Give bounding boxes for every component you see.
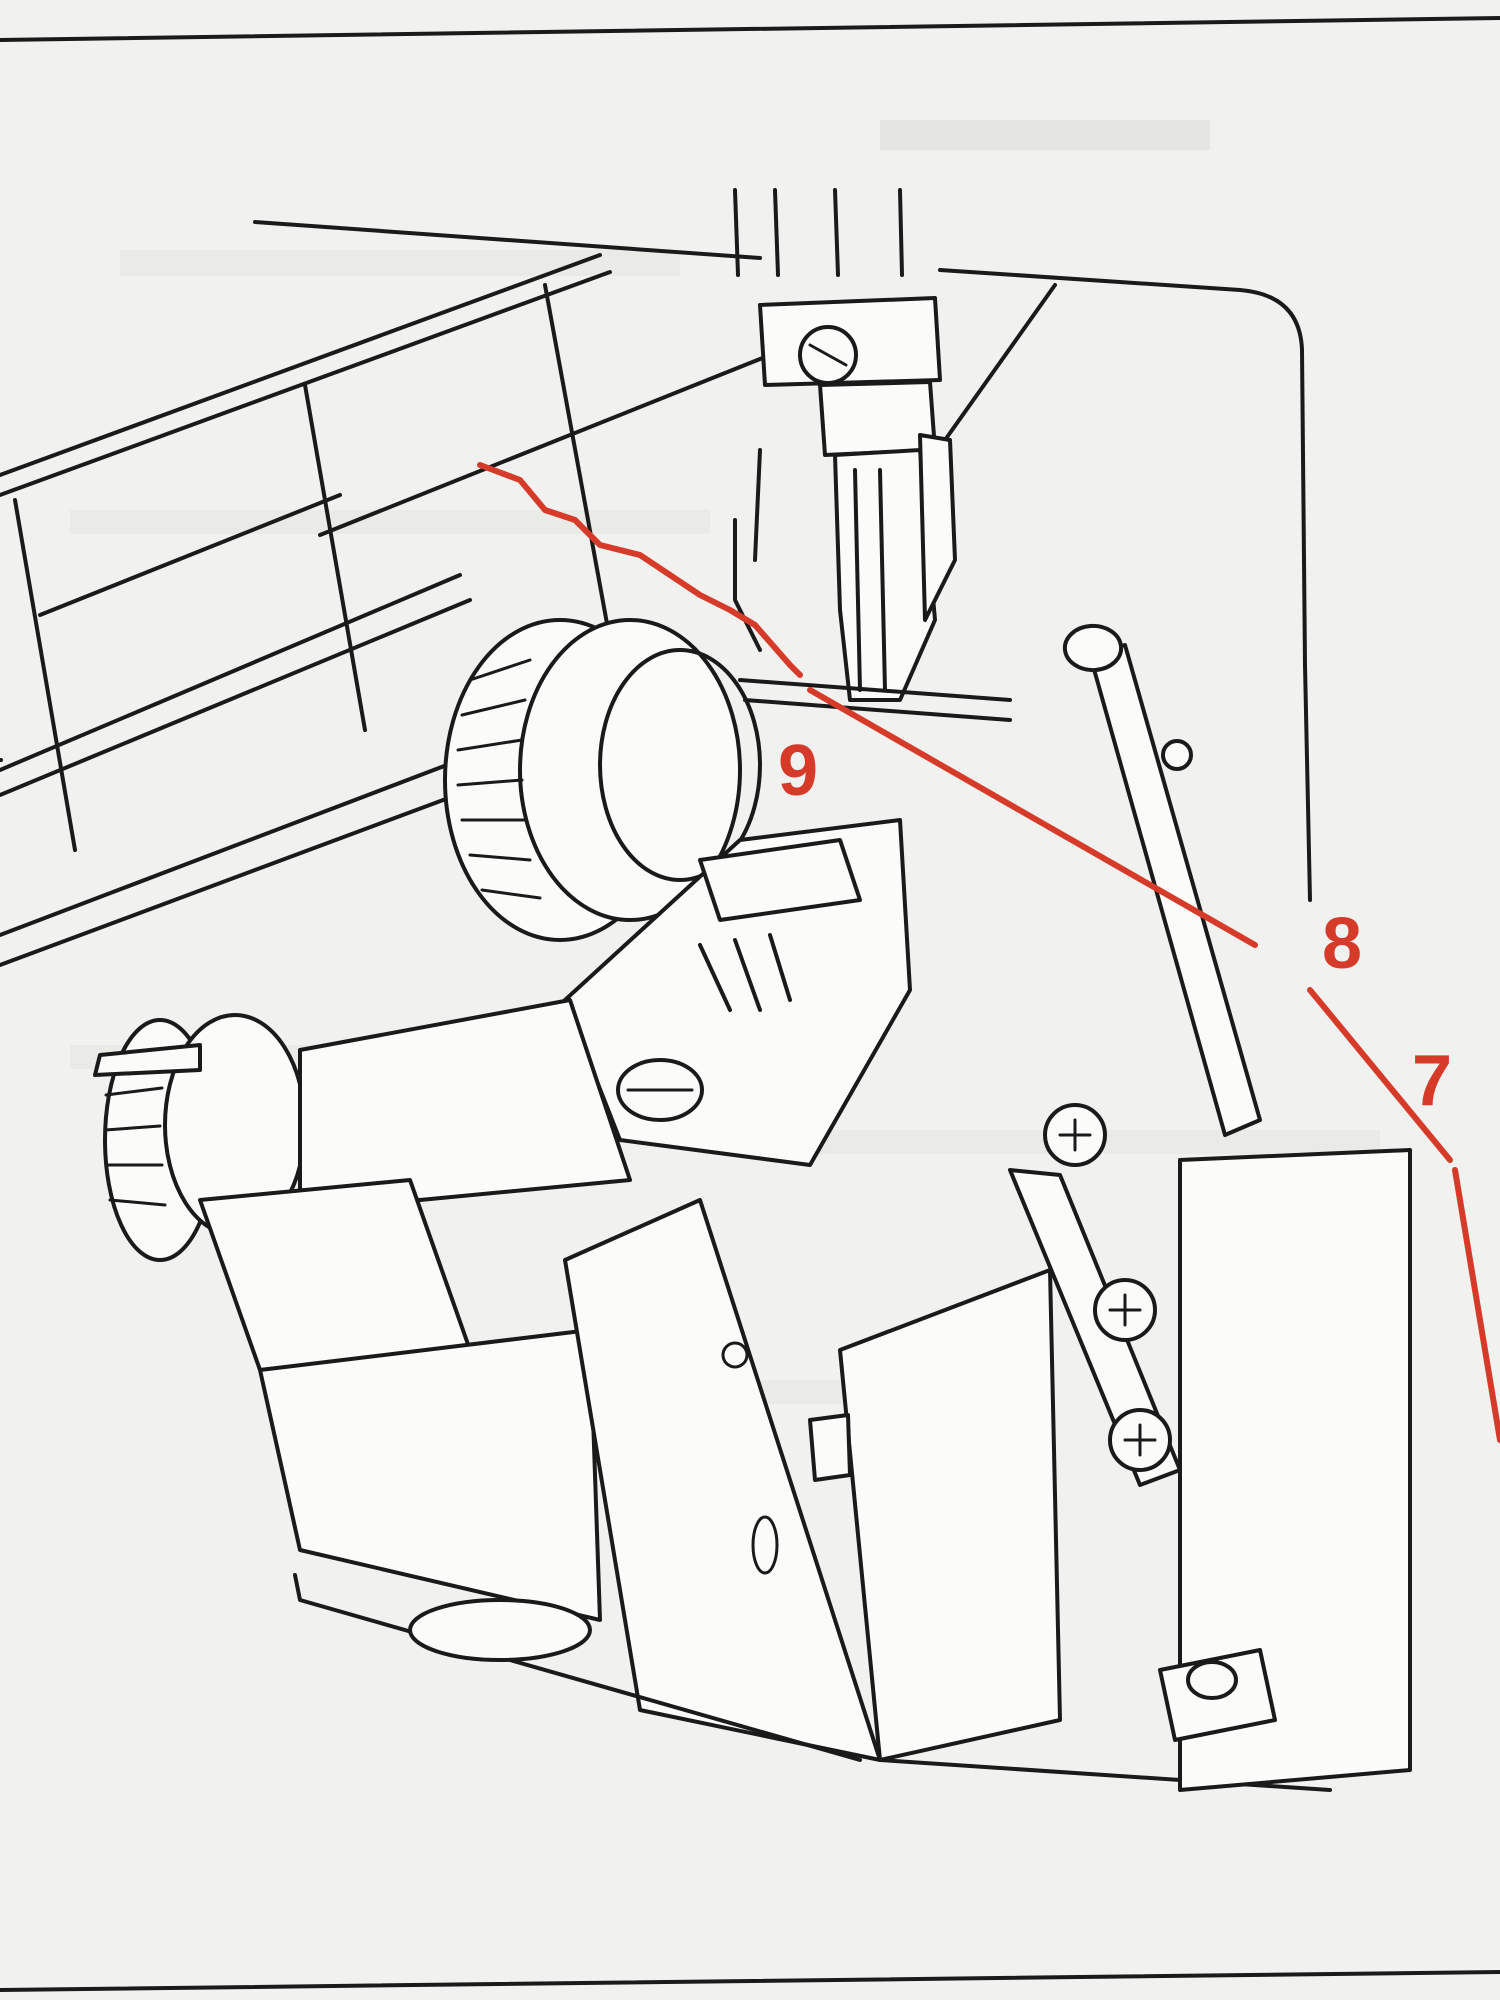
machine-base bbox=[198, 1148, 1412, 1792]
side-knob bbox=[93, 998, 632, 1262]
thread-line-down bbox=[1452, 1167, 1500, 1443]
thread-line-8-to-7 bbox=[1307, 987, 1453, 1163]
needle-plate bbox=[563, 678, 1012, 1167]
step-label-8: 8 bbox=[1322, 904, 1362, 984]
presser-foot-assembly bbox=[733, 188, 957, 702]
step-label-7: 7 bbox=[1412, 1041, 1452, 1121]
machine-casing bbox=[253, 220, 1312, 902]
thread-line-upper bbox=[477, 462, 803, 678]
thread-line-to-8 bbox=[807, 687, 1258, 948]
thread-path bbox=[477, 462, 1500, 1443]
step-label-9: 9 bbox=[778, 731, 818, 811]
page-border-top bbox=[0, 16, 1500, 42]
page-border-bottom bbox=[0, 1970, 1500, 1992]
tension-dial bbox=[443, 618, 762, 942]
thread-guide-grid bbox=[0, 253, 822, 967]
